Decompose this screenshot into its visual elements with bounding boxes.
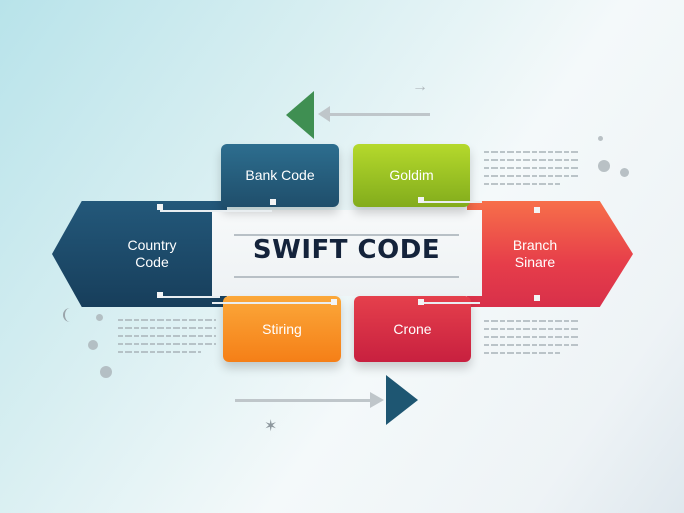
decorative-text-block <box>484 315 579 360</box>
node-crone: Crone <box>354 296 471 362</box>
connector-node <box>157 292 163 298</box>
node-bank-code: Bank Code <box>221 144 339 207</box>
node-goldim: Goldim <box>353 144 470 207</box>
title-rule-top <box>234 234 459 236</box>
decorative-dot <box>100 366 112 378</box>
connector-node <box>418 299 424 305</box>
country-label-1: Country <box>127 237 177 253</box>
moon-icon <box>63 308 77 322</box>
decorative-text-block <box>484 146 579 191</box>
branch-label-1: Branch <box>512 237 558 253</box>
top-arrow-line <box>322 113 430 116</box>
connector-line <box>420 201 482 203</box>
connector-node <box>418 197 424 203</box>
diagram-title: SWIFT CODE <box>252 235 441 265</box>
decorative-dot <box>598 160 610 172</box>
connector-node <box>331 299 337 305</box>
connector-node <box>270 199 276 205</box>
bottom-right-arrow-icon <box>386 375 418 425</box>
country-label-2: Code <box>135 254 169 270</box>
asterisk-icon: ✶ <box>264 418 278 435</box>
top-arrow-head-icon <box>318 106 330 122</box>
node-branch: Branch Sinare <box>467 201 633 307</box>
decorative-dot <box>598 136 603 141</box>
bottom-arrow-head-icon <box>370 392 384 408</box>
small-chevron-icon: → <box>412 78 428 95</box>
decorative-dot <box>620 168 629 177</box>
node-stirring: Stiring <box>223 296 341 362</box>
connector-line <box>160 210 272 212</box>
top-left-arrow-icon <box>286 91 314 139</box>
title-rule-bottom <box>234 276 459 278</box>
branch-label-2: Sinare <box>514 254 556 270</box>
connector-node <box>534 207 540 213</box>
connector-node <box>157 204 163 210</box>
decorative-dot <box>88 340 98 350</box>
decorative-text-block <box>118 314 216 359</box>
connector-line <box>420 302 480 304</box>
bottom-arrow-line <box>235 399 375 402</box>
connector-node <box>534 295 540 301</box>
center-panel <box>212 210 482 296</box>
node-country-code: Country Code <box>52 201 227 307</box>
decorative-dot <box>96 314 103 321</box>
connector-line <box>212 302 334 304</box>
connector-line <box>160 296 220 298</box>
